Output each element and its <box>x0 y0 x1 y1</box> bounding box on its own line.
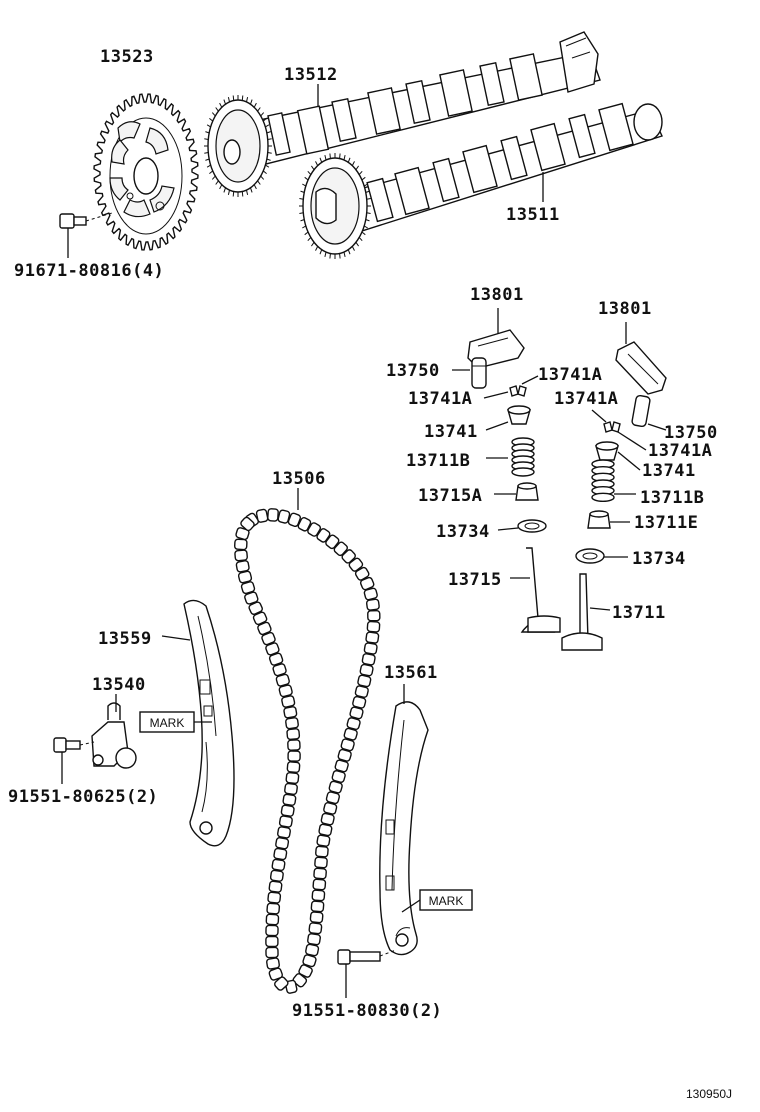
bolt-91671 <box>59 212 113 258</box>
bolt-91551-80625 <box>53 737 95 784</box>
camshaft-13512 <box>204 31 601 197</box>
camshaft-13511 <box>299 102 663 259</box>
camshaft-sprocket-13523 <box>93 93 199 251</box>
label-91671-80816: 91671-80816(4) <box>14 261 164 281</box>
chain-tensioner-13540 <box>91 694 137 769</box>
label-13540: 13540 <box>92 675 146 695</box>
label-13559: 13559 <box>98 629 152 649</box>
label-13741A-3: 13741A <box>554 389 618 409</box>
lash-adjuster-left-13750 <box>452 357 487 389</box>
label-13801-left: 13801 <box>470 285 524 305</box>
lash-adjuster-right-13750 <box>631 394 667 431</box>
label-91551-80625: 91551-80625(2) <box>8 787 158 807</box>
label-13750-right: 13750 <box>664 423 718 443</box>
mark-callout-left: MARK <box>139 711 212 733</box>
label-91551-80830: 91551-80830(2) <box>292 1001 442 1021</box>
label-13734-right: 13734 <box>632 549 686 569</box>
valve-keepers-left-13741A <box>483 375 539 399</box>
valve-stem-seal-right-13734 <box>575 548 628 564</box>
label-13750-left: 13750 <box>386 361 440 381</box>
label-13741-right: 13741 <box>642 461 696 481</box>
spring-seat-13711E <box>587 510 630 529</box>
valve-stem-seal-left-13734 <box>497 519 547 533</box>
spring-seat-13715A <box>494 482 539 501</box>
mark-callout-right: MARK <box>401 889 473 913</box>
chain-tensioner-slipper-13559 <box>161 599 235 847</box>
spring-retainer-left-13741 <box>485 405 531 431</box>
label-13741-left: 13741 <box>424 422 478 442</box>
valve-spring-right-13711B <box>591 459 636 503</box>
label-13711E: 13711E <box>634 513 698 533</box>
label-13523: 13523 <box>100 47 154 67</box>
label-13506: 13506 <box>272 469 326 489</box>
label-13801-right: 13801 <box>598 299 652 319</box>
label-13711B-left: 13711B <box>406 451 470 471</box>
exhaust-valve-13715 <box>510 547 561 633</box>
label-13711: 13711 <box>612 603 666 623</box>
label-13741A-4: 13741A <box>648 441 712 461</box>
label-13711B-right: 13711B <box>640 488 704 508</box>
bolt-91551-80830 <box>337 949 397 998</box>
label-13715A: 13715A <box>418 486 482 506</box>
chain-guide-13561 <box>379 684 429 956</box>
label-13715: 13715 <box>448 570 502 590</box>
timing-chain-13506 <box>233 488 381 994</box>
rocker-arm-right-13801 <box>615 322 667 395</box>
intake-valve-13711 <box>561 573 611 651</box>
label-13734-left: 13734 <box>436 522 490 542</box>
mark-label-left: MARK <box>150 716 185 730</box>
label-13561: 13561 <box>384 663 438 683</box>
mark-label-right: MARK <box>429 894 464 908</box>
label-13512: 13512 <box>284 65 338 85</box>
figure-code: 130950J <box>686 1087 732 1101</box>
valve-keepers-right-13741A <box>591 409 647 451</box>
spring-retainer-right-13741 <box>595 441 641 471</box>
label-13741A-1: 13741A <box>538 365 602 385</box>
label-13741A-2: 13741A <box>408 389 472 409</box>
label-13511: 13511 <box>506 205 560 225</box>
valve-spring-left-13711B <box>486 437 535 477</box>
